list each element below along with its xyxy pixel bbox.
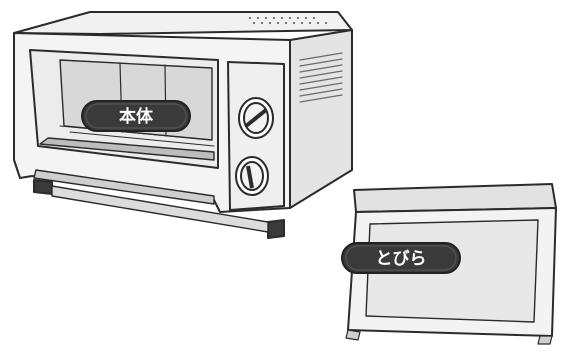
timer-knob [239, 98, 273, 138]
oven-foot-right [268, 220, 284, 238]
body-label-pill: 本体 [82, 101, 190, 131]
door-hinge [346, 330, 360, 340]
body-label: 本体 [119, 106, 154, 127]
door-label-pill: とびら [342, 243, 460, 273]
temperature-knob [236, 157, 268, 195]
door-label: とびら [376, 249, 427, 269]
oven-foot-left [34, 180, 52, 194]
